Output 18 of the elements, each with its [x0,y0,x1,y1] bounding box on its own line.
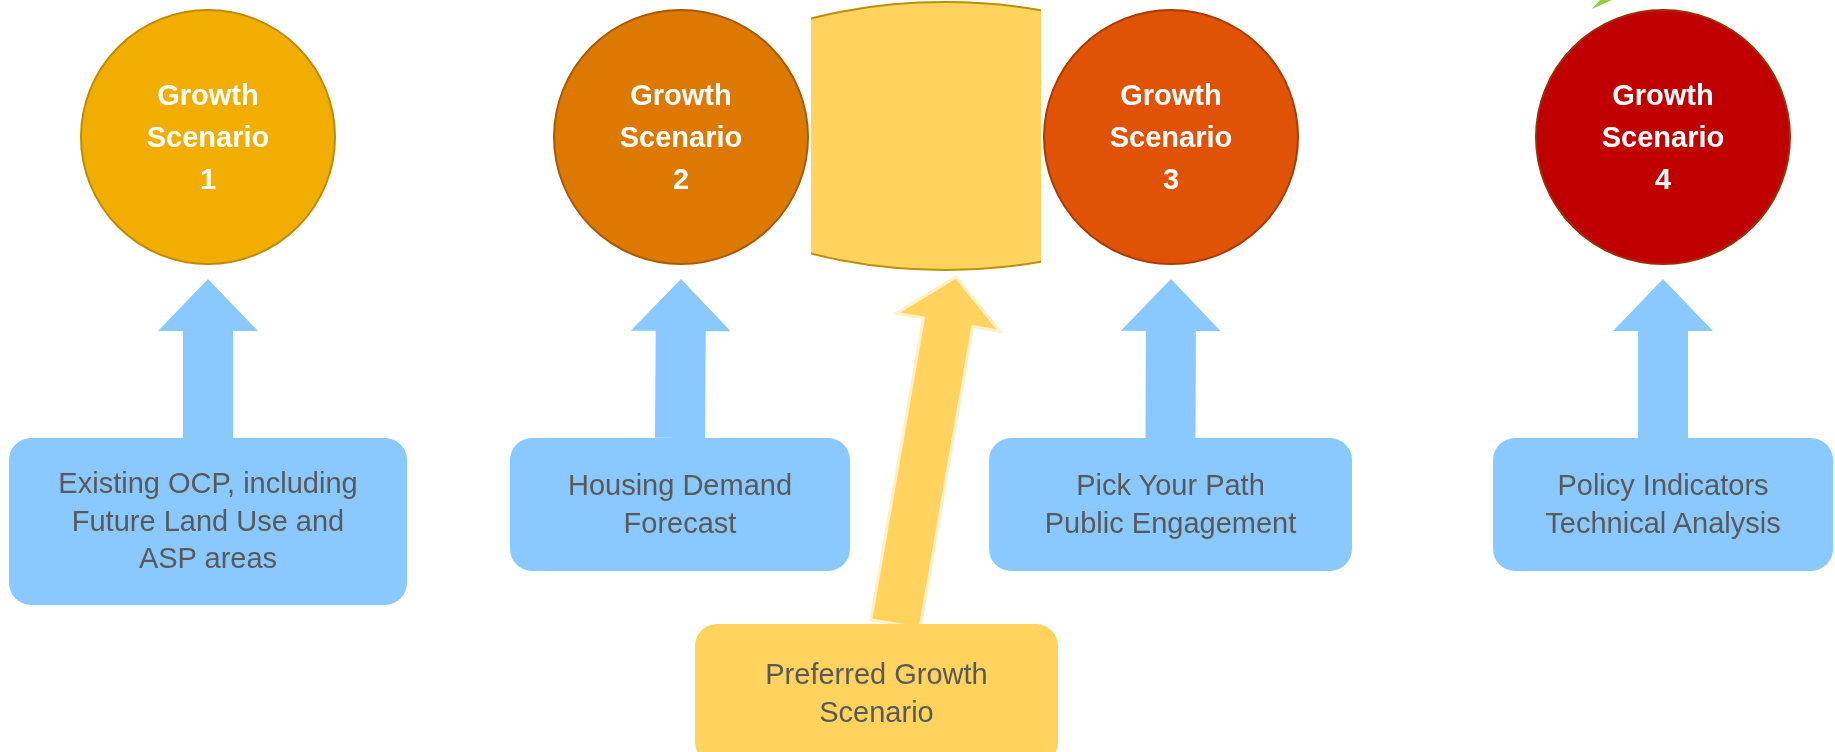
box-label: Pick Your Path Public Engagement [1043,467,1298,541]
scenario-label: Growth Scenario 2 [619,77,743,197]
box-label: Policy Indicators Technical Analysis [1544,467,1782,541]
input-box [695,624,1058,752]
scenario-label: Growth Scenario 1 [146,77,270,197]
input-box [510,438,850,571]
input-box [9,438,407,605]
block-arrow [630,279,731,439]
box-label: Existing OCP, including Future Land Use and ASP areas [58,465,358,577]
box-label: Housing Demand Forecast [566,467,794,541]
block-arrow [158,279,258,438]
scenario-label: Growth Scenario 3 [1109,77,1233,197]
block-arrow [1120,279,1221,439]
block-arrow [1613,279,1713,438]
input-box [989,438,1352,571]
scenario-label: Growth Scenario 4 [1601,77,1725,197]
box-label: Preferred Growth Scenario [764,657,989,730]
input-box [1493,438,1833,571]
